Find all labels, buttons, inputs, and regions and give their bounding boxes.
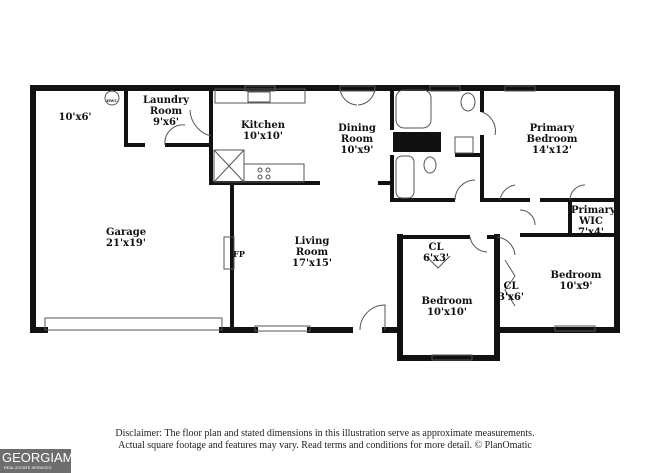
room-name: Kitchen xyxy=(240,120,286,131)
disclaimer-line-1: Disclaimer: The floor plan and stated di… xyxy=(115,428,535,439)
room-dim: 3'x6' xyxy=(497,292,525,303)
room-dim: 10'x10' xyxy=(427,307,467,318)
room-name: Laundry Room xyxy=(142,95,190,117)
room-name: Dining Room xyxy=(338,123,376,145)
walls xyxy=(30,85,620,361)
room-name: Living Room xyxy=(294,236,330,258)
room-dim: 17'x15' xyxy=(292,258,332,269)
room-name: Bedroom xyxy=(421,296,473,307)
room-name: Primary Bedroom xyxy=(526,123,578,145)
chimney-block xyxy=(393,132,441,152)
fixtures xyxy=(44,85,596,361)
room-dim: 10'x9' xyxy=(340,145,374,156)
room-dim: 6'x3' xyxy=(422,253,450,264)
room-dim: 10'x9' xyxy=(559,281,593,292)
room-dim: 10'x10' xyxy=(243,131,283,142)
room-name: Garage xyxy=(105,227,147,238)
disclaimer-line-2: Actual square footage and features may v… xyxy=(118,440,532,451)
room-name: CL xyxy=(428,242,444,253)
room-name: Bedroom xyxy=(550,270,602,281)
room-name: Primary WIC xyxy=(571,205,616,227)
room-dim: 7'x4' xyxy=(577,227,604,238)
room-dim: 14'x12' xyxy=(532,145,572,156)
fireplace-label: FP xyxy=(233,249,245,259)
interior-walls xyxy=(124,88,617,330)
hwc-label: HWC xyxy=(106,98,118,103)
room-name: CL xyxy=(503,281,519,292)
room-dim: 21'x19' xyxy=(106,238,146,249)
room-dim: 9'x6' xyxy=(152,117,179,128)
logo-text: GEORGIAMLS xyxy=(2,450,90,465)
storage-dim: 10'x6' xyxy=(58,112,92,123)
logo-subtext: REAL ESTATE SERVICES xyxy=(4,465,52,470)
